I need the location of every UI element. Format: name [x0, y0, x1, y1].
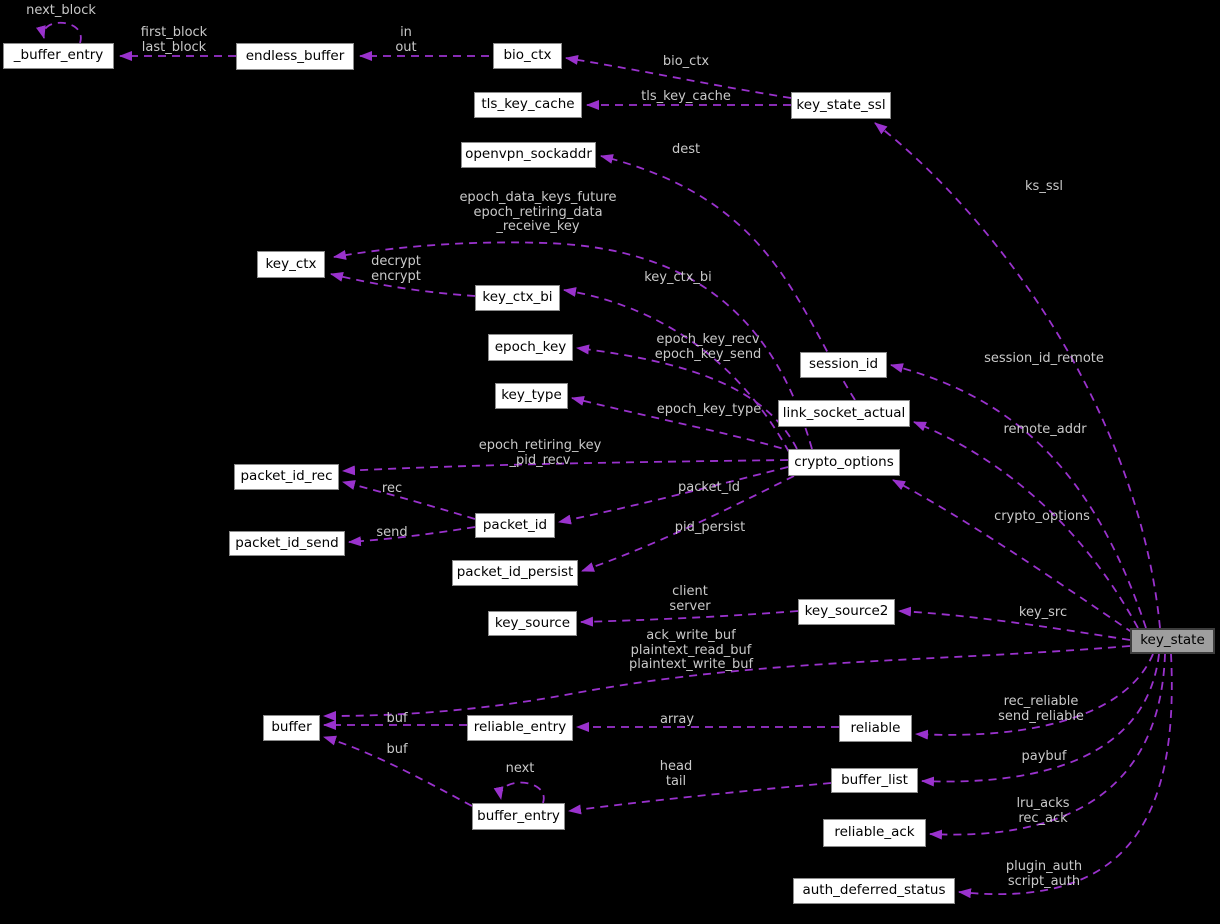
edge-key-ctx-bi-to-key-ctx [330, 271, 476, 297]
edge-buffer-entry-self-next [493, 781, 545, 804]
node-key_type[interactable]: key_type [495, 383, 568, 409]
edge-key-state-to-buffer-list [921, 653, 1160, 787]
node-packet_id[interactable]: packet_id [475, 513, 555, 538]
node-key_state_ssl[interactable]: key_state_ssl [791, 92, 891, 119]
node-packet_id_send[interactable]: packet_id_send [229, 531, 345, 556]
edge-key-state-to-key-source2 [898, 606, 1131, 641]
node-key_state[interactable]: key_state [1130, 628, 1215, 654]
edge-buffer-entry-self-next-block [36, 21, 82, 44]
node-session_id[interactable]: session_id [800, 352, 887, 378]
edge-key-state-to-reliable [915, 653, 1154, 740]
node-packet_id_persist[interactable]: packet_id_persist [452, 560, 578, 586]
edge-crypto-options-to-packet-id-rec [342, 459, 789, 476]
node-bio_ctx[interactable]: bio_ctx [493, 43, 562, 69]
edge-key-state-to-reliable-ack [929, 653, 1166, 840]
node-reliable_entry[interactable]: reliable_entry [467, 715, 573, 741]
edge-key-state-to-link-socket-actual [913, 421, 1139, 629]
edge-buffer-entry-to-buffer [323, 735, 473, 807]
node-key_ctx_bi[interactable]: key_ctx_bi [475, 285, 560, 311]
node-buffer_list[interactable]: buffer_list [831, 768, 918, 793]
edge-key-state-to-buffer [323, 645, 1131, 721]
edge-crypto-options-to-key-ctx-bi [563, 287, 790, 453]
edge-buffer-list-to-buffer-entry [568, 782, 832, 815]
edge-crypto-options-to-epoch-key [576, 344, 798, 450]
node-endless_buffer[interactable]: endless_buffer [236, 43, 354, 70]
node-openvpn_sockaddr[interactable]: openvpn_sockaddr [461, 142, 596, 168]
node-packet_id_rec[interactable]: packet_id_rec [234, 464, 339, 490]
edge-key-state-to-crypto-options [892, 479, 1134, 634]
node-auth_deferred_status[interactable]: auth_deferred_status [793, 878, 955, 904]
node-buffer[interactable]: buffer [263, 715, 320, 741]
edge-packet-id-to-packet-id-rec [342, 480, 476, 520]
node-crypto_options[interactable]: crypto_options [788, 449, 900, 476]
edge-crypto-options-to-key-type [571, 396, 796, 453]
node-_buffer_entry[interactable]: _buffer_entry [3, 43, 114, 69]
node-key_ctx[interactable]: key_ctx [257, 251, 325, 278]
node-tls_key_cache[interactable]: tls_key_cache [474, 92, 582, 118]
edge-key-state-to-key-state-ssl [874, 122, 1161, 629]
node-key_source2[interactable]: key_source2 [798, 599, 895, 625]
edge-key-source2-to-key-source [580, 610, 799, 627]
edge-crypto-options-to-packet-id-persist [581, 475, 795, 572]
node-epoch_key[interactable]: epoch_key [488, 334, 573, 361]
node-buffer_entry[interactable]: buffer_entry [472, 803, 565, 830]
edge-crypto-options-to-packet-id [558, 466, 789, 525]
edge-packet-id-to-packet-id-send [348, 526, 476, 547]
edge-key-state-to-session-id [890, 363, 1147, 629]
edge-key-state-to-auth-deferred-status [958, 653, 1173, 899]
edge-crypto-options-to-key-ctx [333, 241, 813, 450]
node-key_source[interactable]: key_source [488, 611, 577, 636]
node-reliable_ack[interactable]: reliable_ack [823, 819, 926, 847]
node-reliable[interactable]: reliable [839, 715, 912, 742]
edge-key-state-ssl-to-bio-ctx [565, 54, 792, 99]
node-link_socket_actual[interactable]: link_socket_actual [778, 400, 910, 427]
